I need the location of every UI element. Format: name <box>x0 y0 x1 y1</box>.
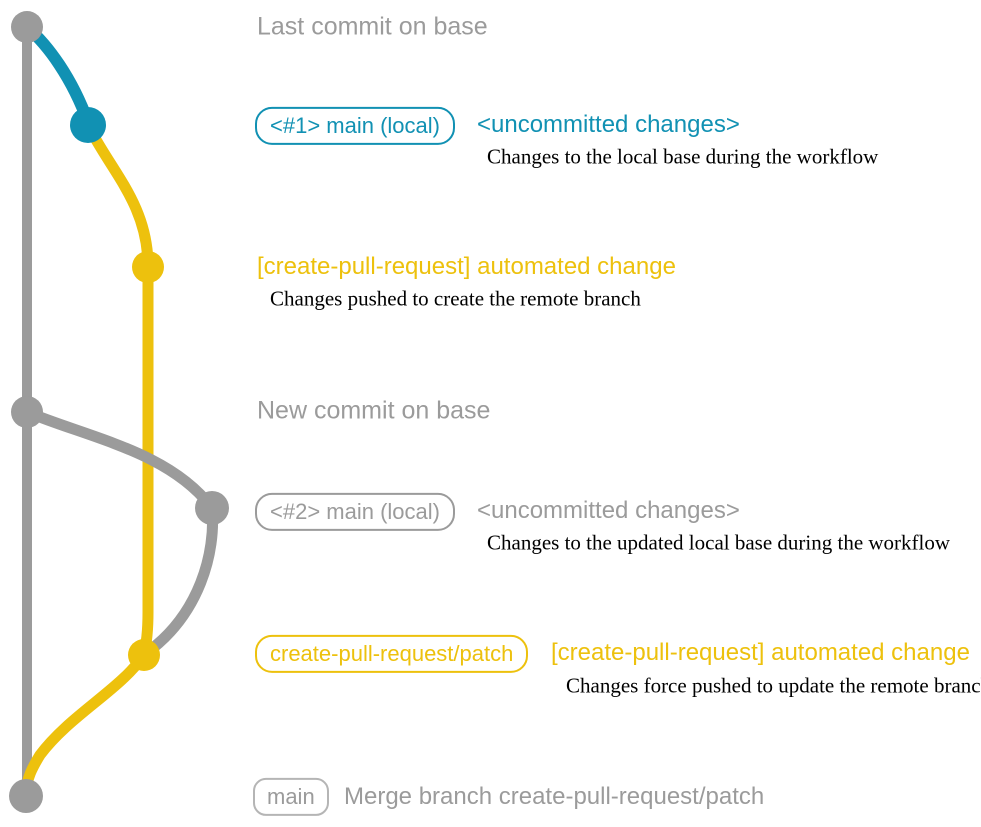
branch-badge-main: main <box>253 777 329 817</box>
title-merge-branch: Merge branch create-pull-request/patch <box>344 782 765 810</box>
commit-dot-local-main-2 <box>195 491 229 525</box>
desc-automated-change-2: Changes force pushed to update the remot… <box>566 673 981 698</box>
commit-dot-pull-request-2 <box>128 639 160 671</box>
branch-badge-create-pull-request-patch: create-pull-request/patch <box>255 634 529 674</box>
commit-dot-merge <box>9 779 43 813</box>
branch-badge-main-local-2: <#2> main (local) <box>255 492 455 532</box>
updated-local-branch-line <box>21 406 219 660</box>
commit-dot-base-new <box>11 396 43 428</box>
commit-dot-local-main-1 <box>70 107 106 143</box>
label-last-commit-on-base: Last commit on base <box>257 12 488 41</box>
desc-uncommitted-changes-1: Changes to the local base during the wor… <box>487 144 879 169</box>
commit-dot-base-tip <box>11 11 43 43</box>
branch-badge-main-local-1: <#1> main (local) <box>255 106 455 146</box>
pull-request-branch-line <box>20 119 154 798</box>
desc-uncommitted-changes-2: Changes to the updated local base during… <box>487 530 951 555</box>
title-uncommitted-changes-1: <uncommitted changes> <box>477 110 740 138</box>
local-changes-branch-line <box>21 21 94 128</box>
title-uncommitted-changes-2: <uncommitted changes> <box>477 496 740 524</box>
desc-automated-change-1: Changes pushed to create the remote bran… <box>270 286 641 311</box>
title-automated-change-1: [create-pull-request] automated change <box>257 252 676 280</box>
title-automated-change-2: [create-pull-request] automated change <box>551 638 970 666</box>
commit-dot-pull-request-1 <box>132 251 164 283</box>
label-new-commit-on-base: New commit on base <box>257 396 491 425</box>
